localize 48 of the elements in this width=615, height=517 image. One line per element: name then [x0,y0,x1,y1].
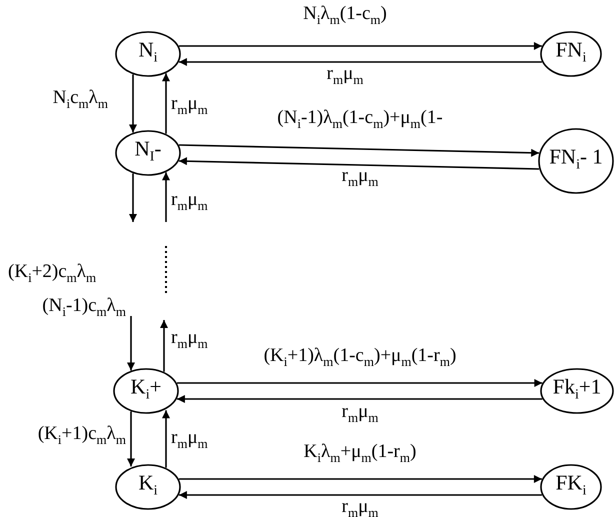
arrow [176,395,542,403]
state-label: K$_{i}$ [138,471,158,501]
edge-label: r$_{m}$μ$_{m}$ [171,328,208,353]
edge-label: N$_{i}$λ$_{m}$(1-c$_{m}$) [303,4,387,29]
state-label: N$_{I}$- [134,137,162,167]
arrow [129,173,137,222]
edge-label: r$_{m}$μ$_{m}$ [342,166,378,191]
arrow [129,74,137,133]
edge-label: (K$_{i}$+1)λ$_{m}$(1-c$_{m}$)+μ$_{m}$(1-r$_{m}$) [264,346,456,371]
edge-label: r$_{m}$μ$_{m}$ [171,94,208,119]
edge-label: r$_{m}$μ$_{m}$ [171,428,208,453]
arrow [178,475,542,483]
state-label: Fk$_{i}$+1 [552,375,602,405]
state-label: FK$_{i}$ [556,471,586,501]
arrow [162,172,170,222]
state-ellipse [115,31,181,77]
edge-label: r$_{m}$μ$_{m}$ [171,190,208,215]
edge-label: N$_{i}$c$_{m}$λ$_{m}$ [52,88,108,113]
edge-label: (N$_{i}$-1)c$_{m}$λ$_{m}$ [42,296,126,321]
state-label: FN$_{i}$ [556,38,586,68]
state-label: N$_{i}$ [138,38,158,68]
arrow [127,411,135,467]
state-ellipse [115,464,181,510]
state-ellipse [540,368,614,414]
rate-label: (K$_{i}$+2)c$_{m}$λ$_{m}$ [8,262,96,287]
arrow [160,320,168,372]
arrow [178,58,542,66]
state-ellipse [540,464,602,510]
arrow [178,144,540,157]
arrow [127,316,135,371]
arrow [178,491,542,499]
arrow [178,42,542,50]
state-ellipse [113,368,179,414]
arrow [162,73,170,134]
arrow [178,157,540,170]
state-ellipse [115,130,181,176]
arrow [176,379,542,387]
state-ellipse [538,128,614,194]
state-ellipse [540,31,602,77]
edge-label: r$_{m}$μ$_{m}$ [342,497,378,517]
edge-label: K$_{i}$λ$_{m}$+μ$_{m}$(1-r$_{m}$) [304,442,416,467]
edge-label: (N$_{i}$-1)λ$_{m}$(1-c$_{m}$)+μ$_{m}$(1- [277,108,443,133]
state-label: FN$_{i}$- 1 [549,145,603,175]
state-label: K$_{i}$+ [130,375,162,405]
edge-label: r$_{m}$μ$_{m}$ [342,402,378,427]
edge-label: r$_{m}$μ$_{m}$ [326,64,364,89]
edge-label: (K$_{i}$+1)c$_{m}$λ$_{m}$ [38,424,126,449]
arrow [162,410,170,468]
